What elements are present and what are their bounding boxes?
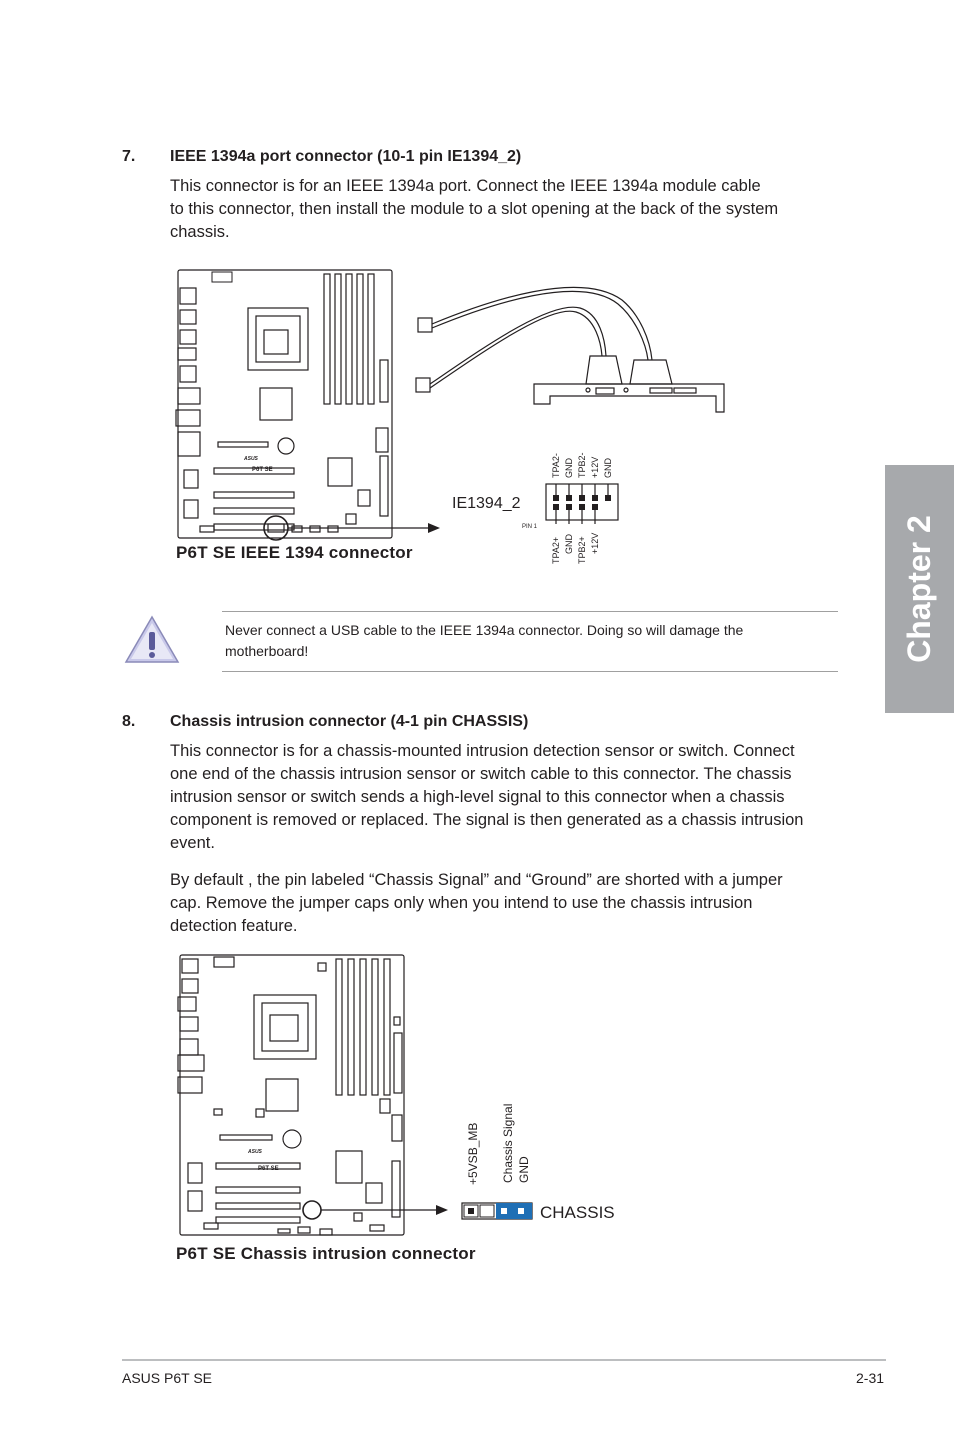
warning-top-rule	[222, 611, 838, 612]
arrow-head-icon	[436, 1205, 448, 1215]
ie1394-label: IE1394_2	[452, 495, 521, 512]
motherboard-diagram	[177, 954, 440, 1236]
section-7-body-line: This connector is for an IEEE 1394a port…	[170, 177, 761, 195]
figure-1-caption: P6T SE IEEE 1394 connector	[176, 543, 413, 562]
section-8-number: 8.	[122, 713, 136, 730]
warning-text: Never connect a USB cable to the IEEE 13…	[225, 620, 825, 662]
pin-label: TPA2+	[551, 537, 561, 564]
pin-label: +12V	[590, 533, 600, 554]
pin-label: TPA2-	[551, 453, 561, 478]
section-7-body: This connector is for an IEEE 1394a port…	[170, 175, 850, 244]
section-8-body-line: This connector is for a chassis-mounted …	[170, 742, 795, 760]
ieee1394-bottom-pins: TPA2+ GND TPB2+ +12V	[551, 533, 600, 564]
footer-rule	[122, 1359, 886, 1361]
section-7-title: IEEE 1394a port connector (10-1 pin IE13…	[170, 148, 522, 165]
ieee1394-top-pins: TPA2- GND TPB2- +12V GND	[551, 452, 613, 478]
pin1-label: PIN 1	[522, 524, 538, 530]
section-8-body-line: detection feature.	[170, 917, 298, 935]
section-8-body-line: component is removed or replaced. The si…	[170, 811, 804, 829]
chapter-tab: Chapter 2	[885, 465, 954, 713]
board-label: P6T SE	[258, 1166, 279, 1172]
figure-2-caption: P6T SE Chassis intrusion connector	[176, 1244, 476, 1263]
chassis-label: CHASSIS	[540, 1203, 615, 1222]
pin-label: GND	[603, 458, 613, 479]
warning-line: Never connect a USB cable to the IEEE 13…	[225, 622, 744, 638]
section-8-body-line: event.	[170, 834, 215, 852]
chapter-tab-label: Chapter 2	[901, 515, 937, 663]
board-label: P6T SE	[252, 467, 273, 473]
warning-triangle-icon	[124, 615, 180, 663]
section-7-body-line: chassis.	[170, 223, 230, 241]
section-7-number: 7.	[122, 148, 136, 165]
motherboard-diagram	[175, 269, 432, 541]
footer-page-number: 2-31	[856, 1370, 885, 1386]
pin-label: TPB2-	[577, 452, 587, 478]
section-8-title: Chassis intrusion connector (4-1 pin CHA…	[170, 713, 529, 730]
section-8-body-line: cap. Remove the jumper caps only when yo…	[170, 894, 753, 912]
warning-bottom-rule	[222, 671, 838, 672]
asus-logo-icon: ASUS	[243, 456, 259, 462]
section-8-body-2: By default , the pin labeled “Chassis Si…	[170, 869, 860, 938]
chassis-figure: P6T SE ASUS +5VSB_MB Chassis Signal GND …	[177, 954, 615, 1236]
chassis-header	[461, 1202, 533, 1220]
ieee1394-module	[415, 286, 725, 413]
section-8-body-line: By default , the pin labeled “Chassis Si…	[170, 871, 783, 889]
section-8-body-line: one end of the chassis intrusion sensor …	[170, 765, 792, 783]
pin-label: GND	[564, 458, 574, 479]
arrow-head-icon	[428, 523, 440, 533]
section-8-body-line: intrusion sensor or switch sends a high-…	[170, 788, 785, 806]
footer-left: ASUS P6T SE	[122, 1370, 213, 1386]
jumper-cap	[496, 1203, 532, 1219]
pin-label: +12V	[590, 457, 600, 478]
pin-label-5vsb: +5VSB_MB	[466, 1123, 480, 1185]
pin-label-chassis-signal: Chassis Signal	[501, 1104, 515, 1183]
pin-label-gnd: GND	[517, 1156, 531, 1183]
asus-logo-icon: ASUS	[247, 1149, 263, 1155]
section-7-body-line: to this connector, then install the modu…	[170, 200, 779, 218]
ie1394-header	[545, 483, 619, 524]
ieee1394-figure: P6T SE ASUS TPA2- GND TPB2- +12V GND	[175, 269, 725, 564]
pin-label: GND	[564, 534, 574, 555]
section-8-body: This connector is for a chassis-mounted …	[170, 740, 860, 855]
warning-line: motherboard!	[225, 643, 309, 659]
pin-label: TPB2+	[577, 536, 587, 564]
